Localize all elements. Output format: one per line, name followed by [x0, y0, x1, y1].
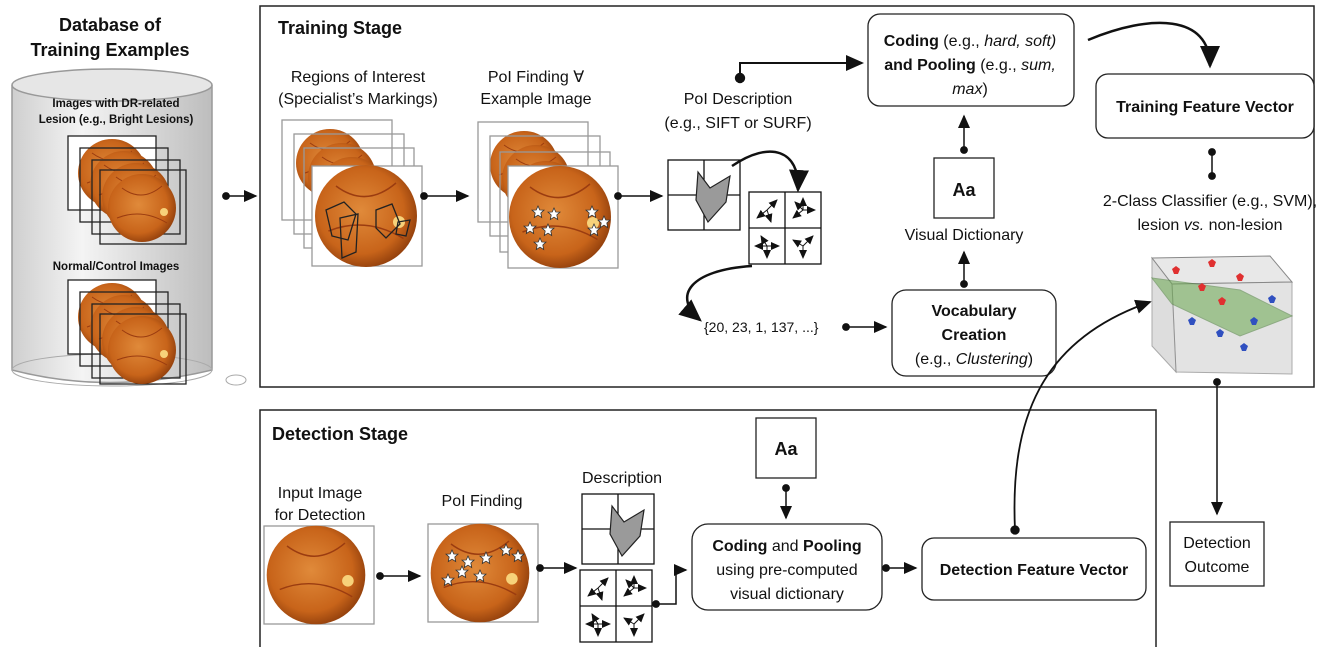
detection-outcome-label-1: Detection: [1183, 535, 1251, 552]
normal-image-stack: [67, 279, 187, 385]
training-feature-vector-label: Training Feature Vector: [1116, 99, 1294, 116]
detection-descriptor-grid: [581, 493, 655, 565]
training-gradient-histogram: [749, 192, 821, 264]
detection-feature-vector-box: [921, 537, 1147, 601]
detection-feature-vector-label: Detection Feature Vector: [940, 562, 1129, 579]
detection-feature-to-classifier-curve: [1010, 299, 1152, 535]
roi-label-2: (Specialist’s Markings): [278, 91, 438, 108]
roi-image-stack: [281, 119, 423, 268]
detection-dictionary-box: [755, 417, 817, 479]
training-feature-vector-box: [1095, 73, 1315, 139]
detection-coding-line-3: visual dictionary: [730, 586, 844, 603]
training-stage-frame: [259, 5, 1315, 388]
coding-line: Coding (e.g., hard, soft): [884, 33, 1056, 50]
dr-images-label-2: Lesion (e.g., Bright Lesions): [39, 114, 194, 126]
detection-coding-line: Coding and Pooling: [712, 538, 861, 555]
detection-stage-frame: [259, 409, 1157, 647]
detection-gradient-histogram: [580, 570, 652, 642]
detection-stage-title: Detection Stage: [272, 424, 408, 444]
vocab-label-3: (e.g., Clustering): [915, 351, 1033, 368]
visual-dictionary-label: Visual Dictionary: [905, 227, 1024, 244]
training-dictionary-box: [933, 157, 995, 219]
detection-outcome-label-2: Outcome: [1185, 559, 1250, 576]
vocab-label-2: Creation: [942, 327, 1007, 344]
dr-image-stack: [67, 135, 187, 245]
training-descriptor-grid: [667, 159, 741, 231]
detection-coding-pooling-box: [691, 523, 883, 611]
poi-desc-label-2: (e.g., SIFT or SURF): [664, 115, 811, 132]
input-image-label-1: Input Image: [278, 485, 363, 502]
detection-dictionary-symbol: Aa: [774, 439, 798, 459]
poi-finding-label-1: PoI Finding ∀: [488, 69, 584, 86]
pooling-line: and Pooling (e.g., sum,: [884, 57, 1056, 74]
training-dictionary-symbol: Aa: [952, 180, 976, 200]
poi-desc-label-1: PoI Description: [684, 91, 793, 108]
classifier-label-2: lesion vs. non-lesion: [1138, 217, 1283, 234]
roi-label-1: Regions of Interest: [291, 69, 426, 86]
vocab-label-1: Vocabulary: [931, 303, 1016, 320]
vector-list-label: {20, 23, 1, 137, ...}: [704, 319, 819, 335]
description-to-coding-arrow: [652, 564, 688, 608]
poi-image-stack: [477, 121, 619, 269]
pooling-line-2: max): [952, 81, 988, 98]
coding-to-feature-arrow: [1087, 21, 1220, 69]
training-coding-pooling-box: [867, 13, 1075, 107]
poi-finding-label-2: Example Image: [480, 91, 591, 108]
desc-curve-arrow: [731, 150, 809, 193]
input-retina-image: [265, 524, 367, 626]
database-title-2: Training Examples: [30, 40, 189, 60]
desc-to-coding-arrow: [734, 55, 864, 84]
svm-classifier-cube: [1150, 255, 1294, 375]
description-label: Description: [582, 470, 662, 487]
detection-coding-line-2: using pre-computed: [716, 562, 857, 579]
training-stage-title: Training Stage: [278, 18, 402, 38]
hist-to-vector-curve: [678, 264, 753, 322]
normal-images-label: Normal/Control Images: [53, 261, 180, 273]
classifier-label-1: 2-Class Classifier (e.g., SVM),: [1103, 193, 1317, 210]
dr-images-label-1: Images with DR-related: [52, 98, 179, 110]
detection-poi-label: PoI Finding: [442, 493, 523, 510]
detection-outcome-box: [1169, 521, 1265, 587]
input-image-label-2: for Detection: [275, 507, 366, 524]
database-title-1: Database of: [59, 15, 162, 35]
